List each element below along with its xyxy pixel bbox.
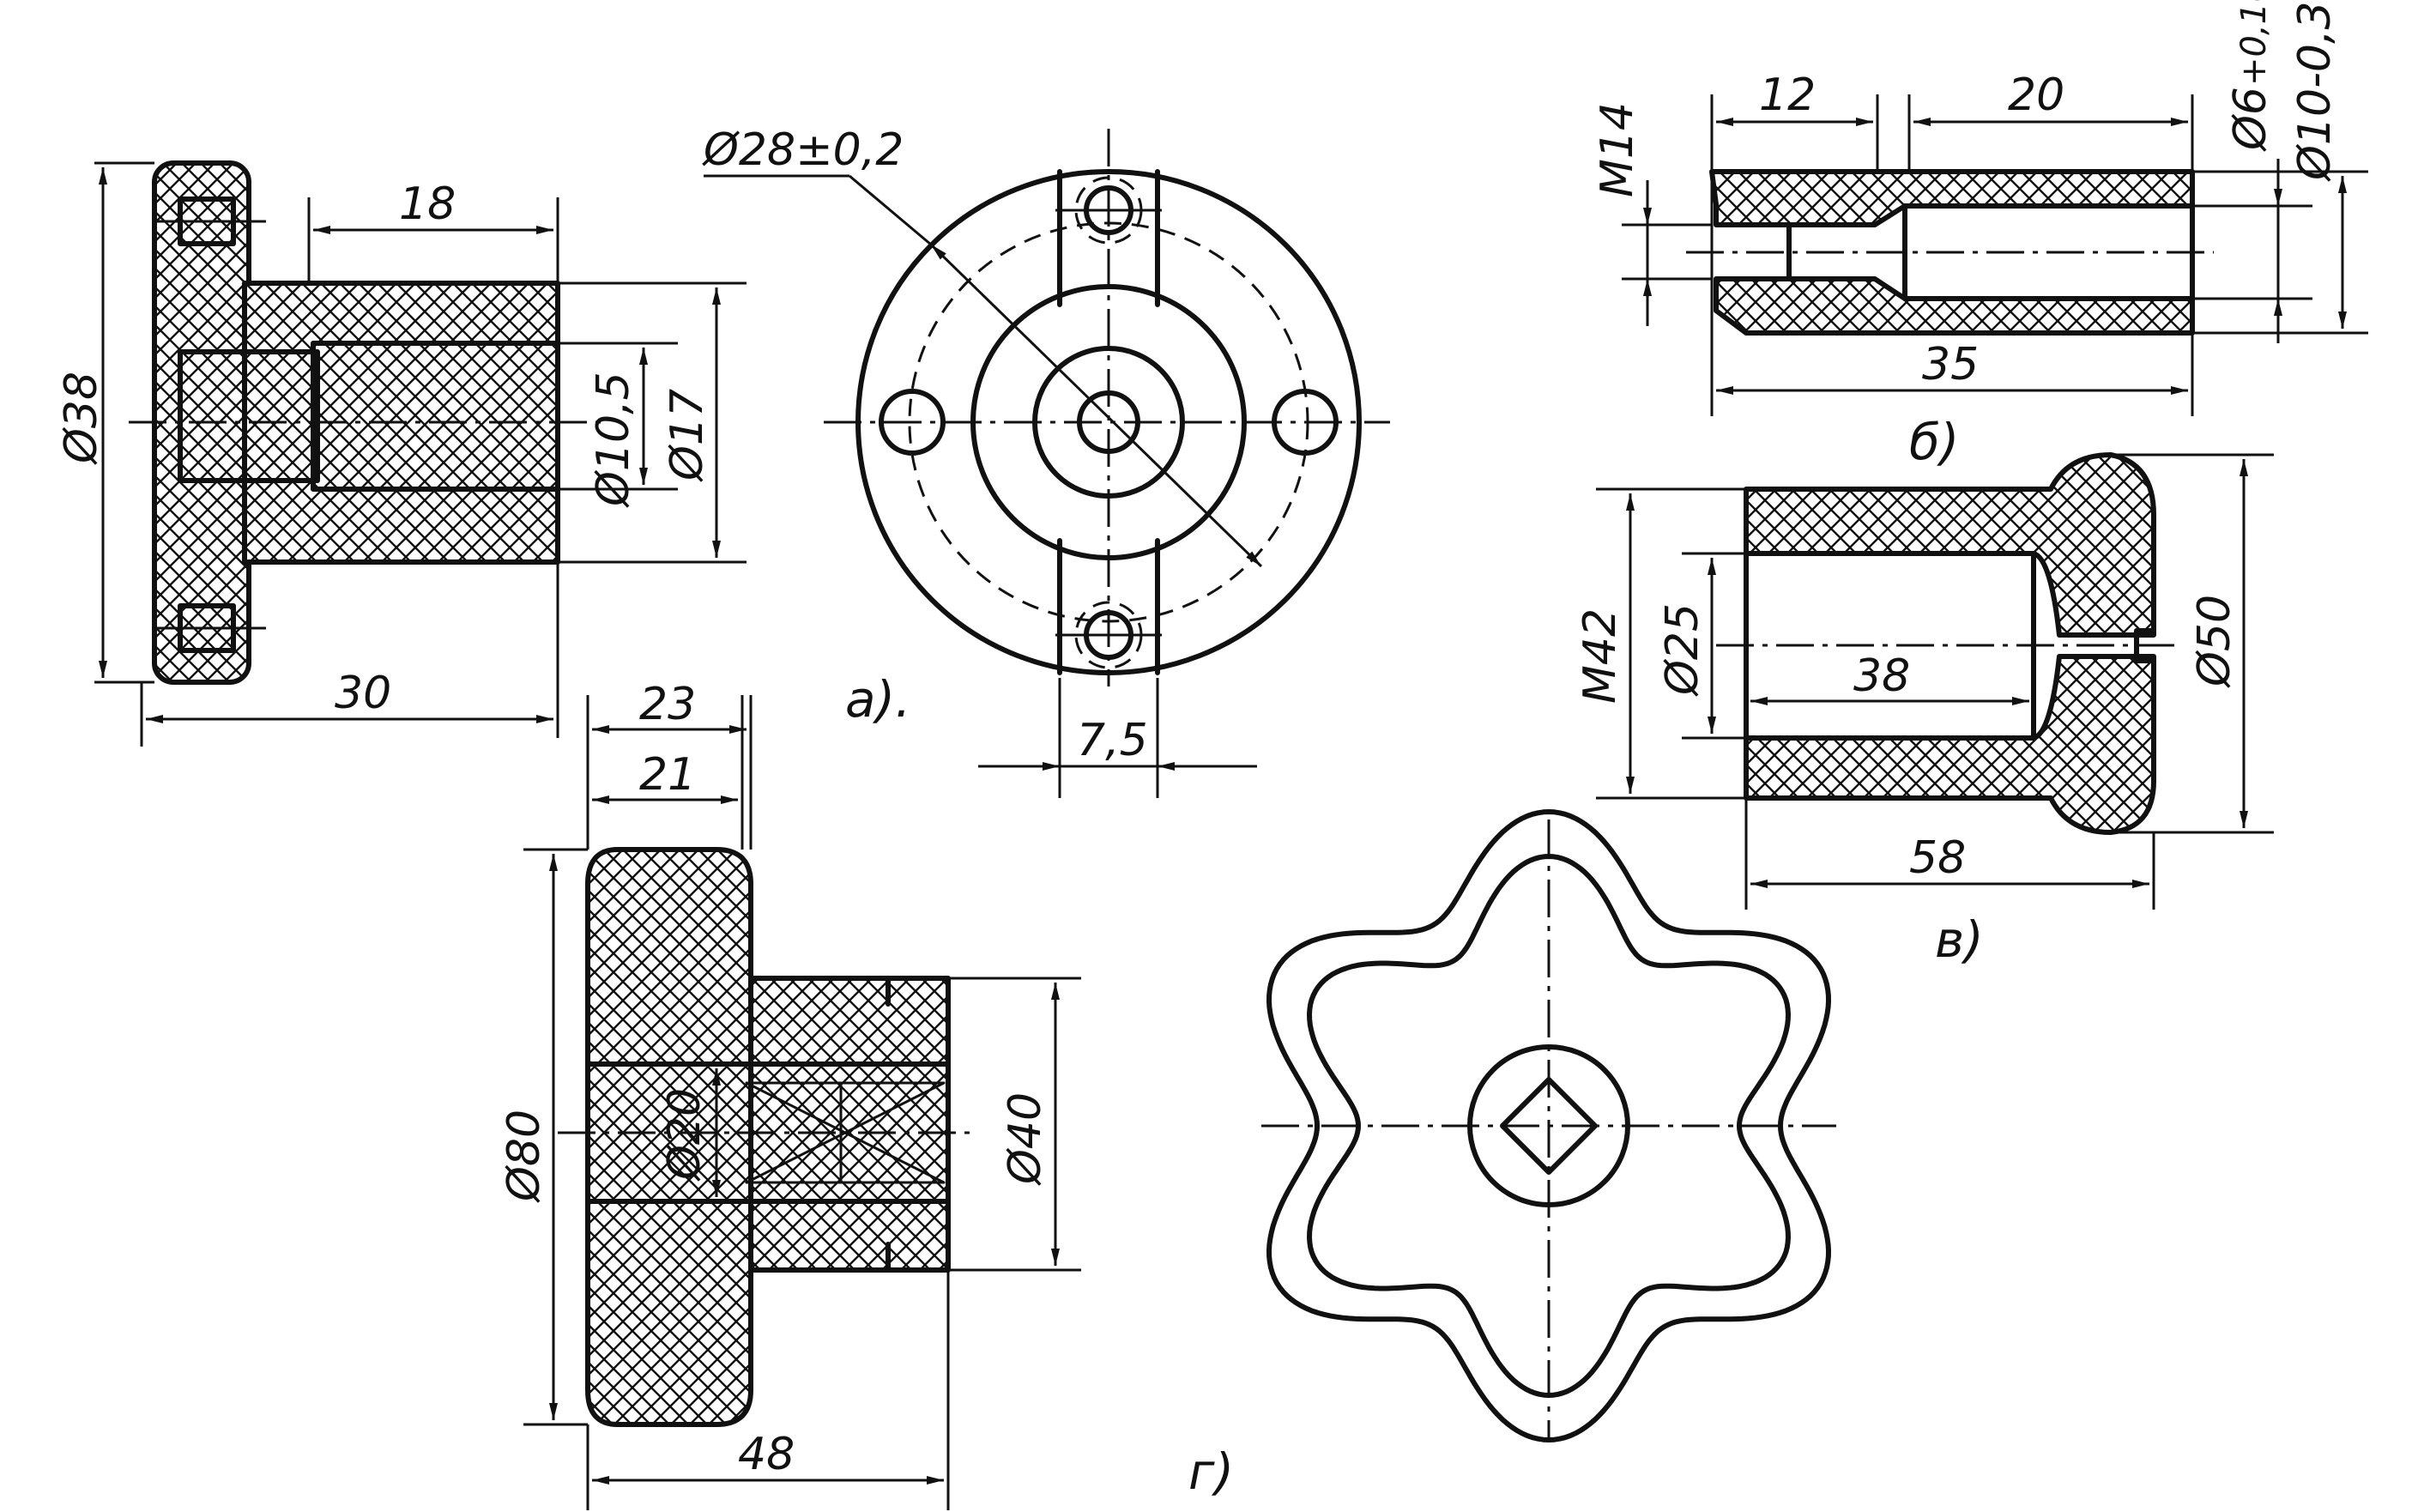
caption-g: г)	[1188, 1442, 1234, 1501]
part-g-dimensions: 23 21 Ø80 Ø20 Ø40 48	[499, 679, 1081, 1510]
part-b-dim-d6-tol: +0,16	[2234, 0, 2274, 86]
part-b-dim-m14: M14	[1592, 102, 1643, 197]
part-g-square-socket	[1500, 1077, 1598, 1175]
part-v-wall-bottom	[1744, 654, 2156, 835]
part-a-dim-l30: 30	[335, 668, 391, 719]
part-v-dim-l38: 38	[1853, 650, 1910, 702]
part-g-dim-l23: 23	[639, 679, 696, 730]
part-g-dim-l21: 21	[639, 749, 696, 801]
caption-b: б)	[1909, 413, 1959, 471]
part-b-dim-l12: 12	[1759, 70, 1816, 121]
part-a-dim-l18: 18	[399, 178, 456, 230]
part-a-section	[129, 160, 601, 685]
part-b-section	[1686, 169, 2214, 336]
part-g-section	[558, 847, 978, 1427]
part-b-dim-l35: 35	[1922, 339, 1979, 390]
part-a-front-view	[824, 129, 1390, 686]
part-g-dim-d40: Ø40	[1000, 1092, 1051, 1186]
part-a-dim-w7-5: 7,5	[1077, 715, 1148, 766]
part-v-dim-l58: 58	[1909, 832, 1966, 884]
part-v-wall-top	[1744, 452, 2156, 638]
part-v-section	[1716, 452, 2179, 835]
part-v-dim-m42: M42	[1575, 608, 1626, 704]
part-b-dimensions: 12 20 M14 Ø6 +0,16 Ø10-0,3 35	[1592, 0, 2368, 416]
part-a-dimensions: Ø38 18 Ø10,5 Ø17 30	[56, 161, 747, 747]
caption-a: а).	[845, 670, 911, 729]
part-g-knob	[585, 847, 753, 1427]
part-v-dim-d25: Ø25	[1657, 603, 1708, 697]
part-a-dim-d17: Ø17	[662, 389, 713, 482]
part-g-dim-d20: Ø20	[659, 1088, 710, 1182]
part-a-dim-d10-5: Ø10,5	[588, 372, 639, 508]
part-a-counterbore	[178, 349, 320, 483]
part-g-dim-d80: Ø80	[499, 1110, 550, 1203]
part-g-dim-l48: 48	[738, 1429, 795, 1480]
part-a-front-dimensions: Ø28±0,2 7,5	[702, 124, 1263, 798]
part-a-dim-d38: Ø38	[56, 372, 107, 465]
part-b-wall-bottom	[1714, 276, 2195, 336]
part-b-dim-l20: 20	[2008, 70, 2064, 121]
part-v-dim-d50: Ø50	[2189, 595, 2240, 688]
part-b-dim-d10: Ø10-0,3	[2289, 1, 2341, 182]
part-g-front-view	[1261, 809, 1836, 1442]
part-a-dim-d28: Ø28±0,2	[702, 124, 904, 176]
caption-v: в)	[1935, 910, 1984, 969]
part-v-dimensions: M42 Ø25 38 Ø50 58	[1575, 453, 2274, 910]
part-b-wall-top	[1709, 169, 2195, 227]
part-g-star-outer	[1266, 809, 1831, 1442]
part-b-dim-d6: Ø6	[2225, 87, 2276, 152]
